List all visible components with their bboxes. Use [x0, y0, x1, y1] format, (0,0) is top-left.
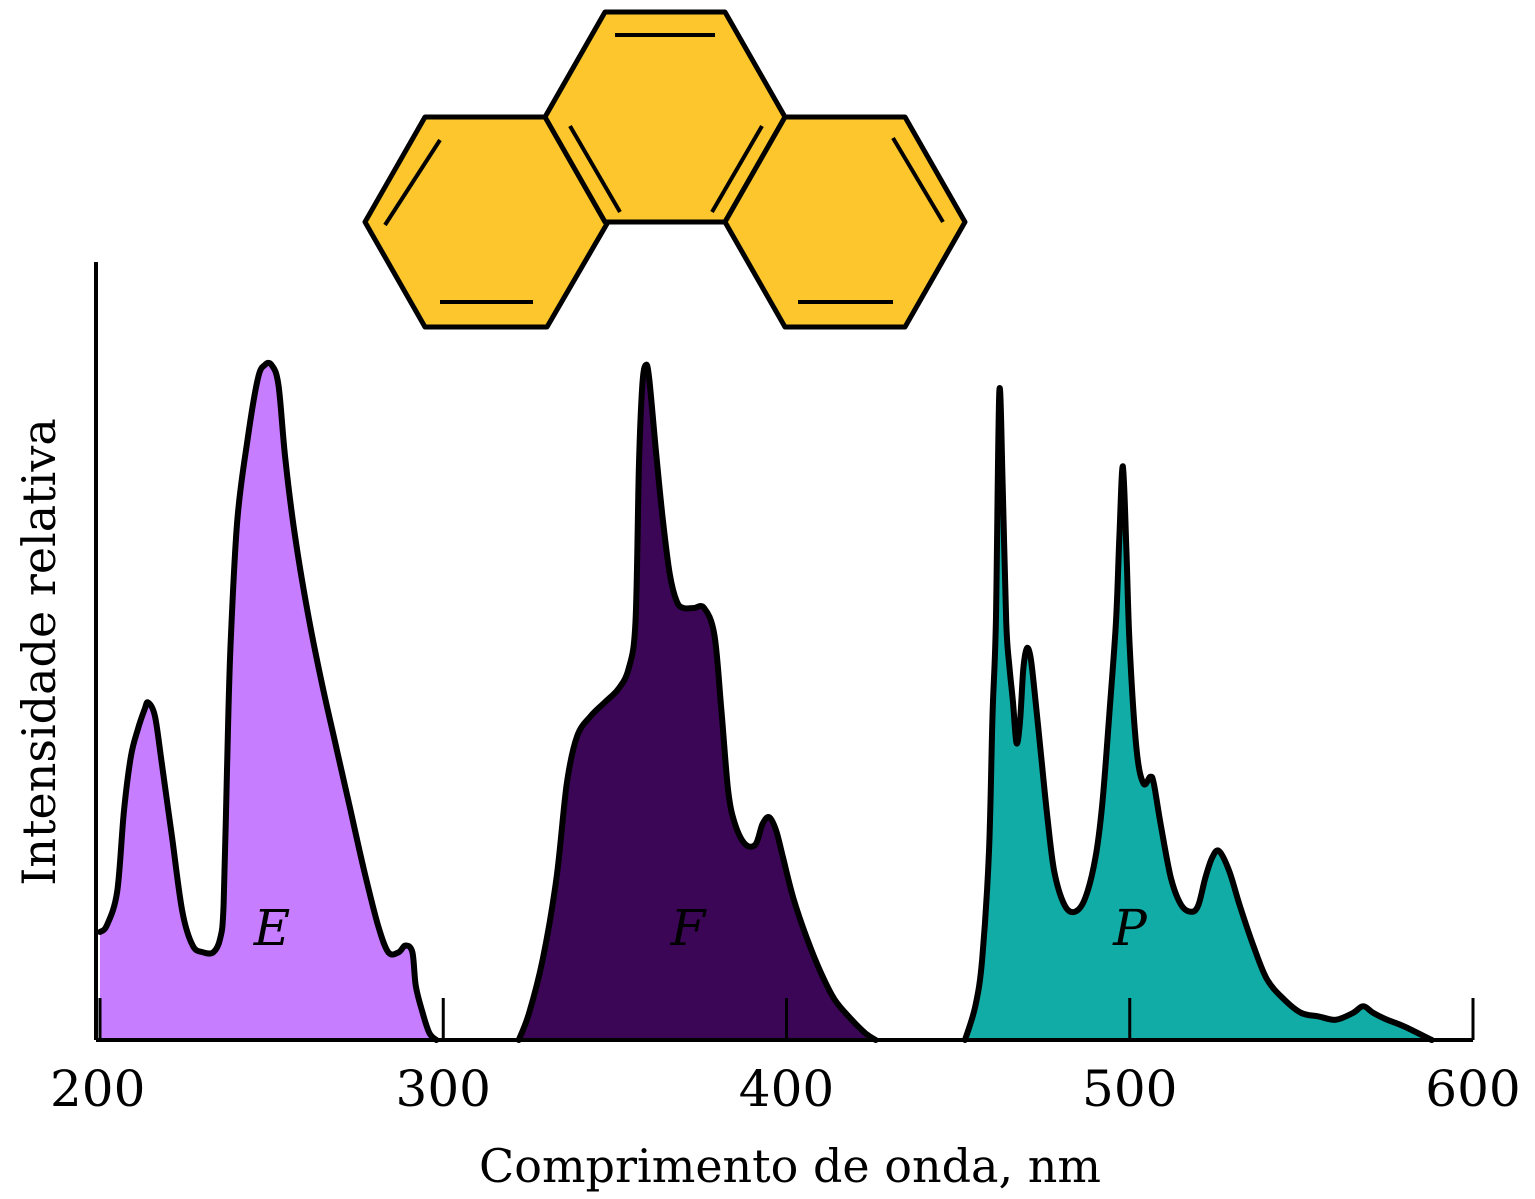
band-outline-E	[97, 359, 440, 1043]
x-tick-label: 300	[396, 1060, 491, 1118]
axes: 200 300 400 500 600	[50, 262, 1521, 1118]
x-tick-label: 400	[739, 1060, 834, 1118]
double-bond	[891, 136, 945, 224]
x-axis-title: Comprimento de onda, nm	[479, 1139, 1101, 1193]
band-outline-P	[962, 385, 1435, 1043]
double-bond	[383, 138, 442, 227]
x-tick-label: 500	[1082, 1060, 1177, 1118]
ring-right	[722, 114, 968, 330]
y-axis-title: Intensidade relativa	[12, 418, 66, 886]
band-fill-F	[518, 364, 876, 1040]
band-fill-E	[100, 362, 437, 1040]
x-tick-label: 200	[50, 1060, 145, 1118]
band-outline-F	[515, 361, 879, 1043]
phenanthrene-structure-icon	[362, 9, 968, 330]
double-bond	[568, 124, 622, 214]
band-label-F: F	[670, 899, 708, 957]
band-label-E: E	[253, 899, 291, 957]
band-label-P: P	[1112, 899, 1148, 957]
x-tick-label: 600	[1425, 1060, 1520, 1118]
double-bond	[710, 124, 764, 214]
